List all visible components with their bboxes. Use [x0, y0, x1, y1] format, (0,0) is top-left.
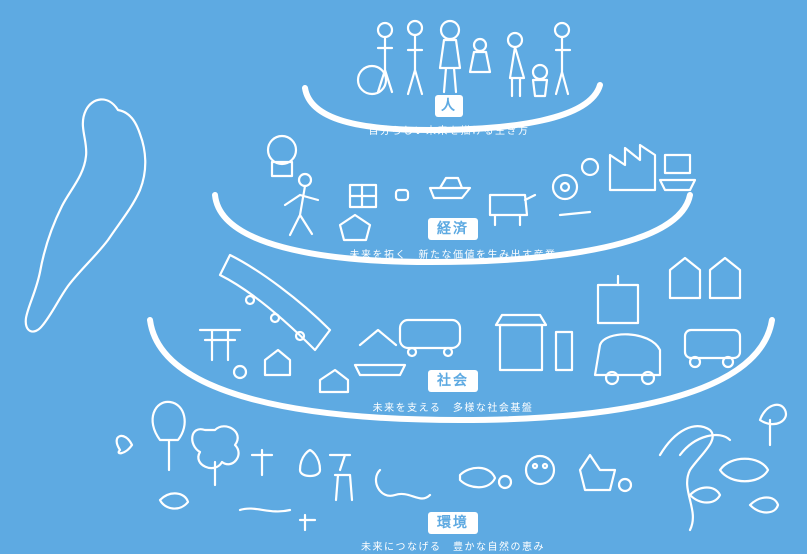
environment-icons: [115, 400, 788, 532]
society-icons: [198, 253, 742, 394]
tier-arc-people: [302, 82, 603, 134]
tier-caption-environment: 未来につなげる 豊かな自然の恵み: [361, 542, 545, 553]
tier-caption-economy: 未来を拓く 新たな価値を生み出す産業: [349, 250, 557, 261]
tier-label-people: 人: [435, 95, 463, 117]
tier-arc-society: [147, 317, 775, 424]
tier-caption-society: 未来を支える 多様な社会基盤: [372, 403, 534, 414]
tier-label-environment: 環境: [428, 512, 478, 534]
economy-icons: [266, 134, 697, 242]
tier-label-society: 社会: [428, 370, 478, 392]
tier-arc-economy: [212, 192, 693, 266]
tier-label-economy: 経済: [428, 218, 478, 240]
lake-biwa-outline: [24, 98, 147, 333]
tier-caption-people: 自分らしい未来を描ける生き方: [368, 126, 530, 137]
people-figures: [356, 19, 572, 98]
